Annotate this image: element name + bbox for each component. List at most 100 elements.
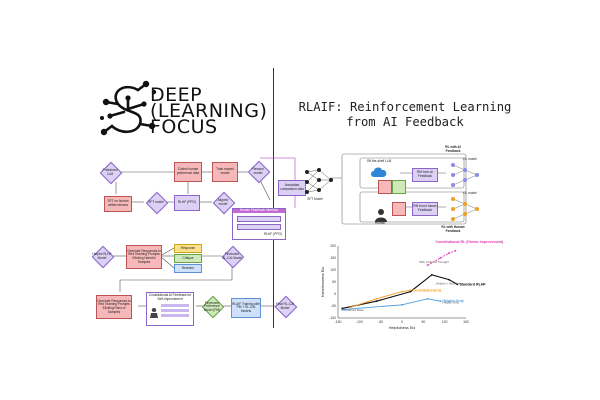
right-rl-human-label: RL with Human Feedback: [441, 225, 465, 233]
human-icon: [375, 209, 387, 222]
right-rl-ai-label: RL with AI Feedback: [445, 145, 461, 153]
y-tick-label: 200: [330, 244, 336, 248]
right-sft-label: SFT Model: [307, 197, 323, 201]
flow2-revision-box: Revision: [174, 264, 202, 273]
vertical-divider: [273, 68, 274, 328]
right-rm-human-box: RM from Human Feedback: [412, 202, 438, 216]
series-point: [349, 306, 352, 309]
y-axis-label: Harmlessness Elo: [321, 267, 325, 298]
right-diagram-frame: [330, 153, 467, 225]
y-tick-label: 0: [334, 292, 336, 296]
series-point: [401, 303, 403, 306]
y-tick-label: -100: [329, 316, 336, 320]
series-point: [439, 300, 442, 303]
flow2-rlaif-box: RLAIF Training with PM + SL-CAI Models: [231, 298, 261, 318]
series-line: [342, 298, 441, 311]
title-line-2: from AI Feedback: [346, 115, 464, 129]
thinker-statue-icon: [150, 308, 158, 318]
x-tick-label: 100: [442, 320, 448, 324]
series-line: [342, 274, 458, 309]
flow1-interface-header: Human Feedback Interface: [233, 208, 285, 213]
flow2-generate-box: Generate Responses to Red Teaming Prompt…: [126, 245, 162, 269]
right-rm-ai-box: RM from AI Feedback: [412, 168, 438, 182]
y-tick-label: -50: [331, 304, 336, 308]
series-point: [409, 289, 412, 292]
y-tick-label: 50: [332, 280, 336, 284]
flow1-pretrained-label: Pretrained LLM: [102, 168, 118, 176]
series-point: [426, 297, 429, 300]
rl-ai-neural-net-icon: [451, 163, 479, 187]
x-tick-label: 150: [463, 320, 469, 324]
rl-human-neural-net-icon: [451, 197, 479, 221]
series-point: [456, 283, 459, 286]
series-name-label: Constitutional SL: [413, 288, 444, 292]
flow1-collect-box: Collect human preference data: [174, 162, 202, 182]
flow2-helpful-label: Helpful RLHF Model: [92, 252, 112, 260]
chart-annotation: Helpful + Harmless: [436, 281, 462, 285]
flow2-critique-box: Critique: [174, 254, 202, 263]
x-tick-label: 0: [401, 320, 403, 324]
sft-neural-net-icon: [305, 168, 333, 194]
right-rl-model2-label: RL model: [463, 191, 477, 195]
flow2-cai-label: Constitutional AI Feedback for Self-Impr…: [148, 293, 192, 301]
series-point: [375, 300, 378, 303]
x-tick-label: -50: [378, 320, 383, 324]
series-line: [350, 289, 411, 308]
deep-learning-focus-logo-icon: [100, 80, 157, 136]
flow2-final-label: Final RL-CAI Model: [275, 302, 295, 310]
right-ai-pref-card: [378, 180, 392, 194]
title-line-1: RLAIF: Reinforcement Learning: [298, 100, 512, 114]
right-human-label: Human: [374, 221, 386, 225]
flow1-interface-option-a: [237, 215, 281, 222]
series-line: [427, 250, 456, 266]
series-point: [454, 249, 457, 252]
flow1-rlhf-box: RLHF (PPO): [174, 195, 200, 211]
series-point: [341, 308, 344, 311]
x-tick-label: -100: [356, 320, 363, 324]
logo-line-deep: DEEP: [150, 84, 203, 106]
flow1-annotation-box: Annotated comparison data: [278, 180, 306, 196]
right-rl-model-label: RL model: [463, 157, 477, 161]
series-name-label: Standard RLHF: [459, 282, 486, 286]
flow1-sft-box: SFT on human written demos: [104, 196, 132, 212]
logo-line-learning: (LEARNING): [150, 100, 268, 122]
chart-annotation: Pretrained Base: [342, 308, 364, 312]
series-name-label: Constitutional RL (Pareto Improvement): [435, 240, 504, 244]
flow1-rlhf-ppo-label: RLHF (PPO): [263, 232, 283, 237]
flow1-train-rm-box: Train reward model: [212, 162, 238, 182]
series-point: [426, 264, 429, 267]
right-offshelf-label: Off-the-shelf LLM: [366, 159, 392, 163]
y-tick-label: 150: [330, 256, 336, 260]
page-title: RLAIF: Reinforcement Learning from AI Fe…: [290, 100, 520, 130]
logo-line-focus: FOCUS: [150, 116, 218, 138]
flow1-rm-label: Reward model: [252, 167, 264, 175]
x-tick-label: -150: [335, 320, 342, 324]
y-tick-label: 100: [330, 268, 336, 272]
flow1-interface-panel: Human Feedback Interface RLHF (PPO): [232, 208, 286, 240]
flow2-pm-label: Finetuned Preference Model (PM): [203, 300, 221, 312]
series-point: [430, 273, 433, 276]
cloud-llm-icon: [371, 167, 387, 177]
series-point: [375, 297, 378, 300]
x-tick-label: 50: [421, 320, 425, 324]
flow2-generate2-box: Generate Responses to Red Teaming Prompt…: [96, 295, 132, 319]
flow1-final-label: Aligned model: [217, 198, 229, 206]
flow2-cai-bar-2: [161, 309, 189, 313]
series-point: [439, 257, 442, 259]
flow2-response-box: Response: [174, 244, 202, 253]
x-axis-label: Helpfulness Elo: [389, 326, 415, 330]
series-name-label: Helpful-Only: [442, 299, 463, 303]
chart-annotation: With Chain of Thought: [419, 260, 449, 264]
right-ai-pref-card-b: [392, 180, 406, 194]
series-point: [448, 278, 450, 281]
right-human-pref-card: [392, 202, 406, 216]
flow2-cai-bar-1: [161, 304, 189, 308]
flow2-cai-panel: Constitutional AI Feedback for Self-Impr…: [146, 292, 194, 326]
chart-annotation: Helpful-Only: [443, 301, 460, 305]
series-point: [448, 252, 450, 255]
flow1-sft-model-label: SFT model: [148, 200, 164, 205]
flow1-interface-option-b: [237, 223, 281, 230]
flow2-cai-bar-3: [161, 314, 189, 318]
flow2-sl-label: Finetuned SL-CAI Model: [222, 252, 242, 260]
